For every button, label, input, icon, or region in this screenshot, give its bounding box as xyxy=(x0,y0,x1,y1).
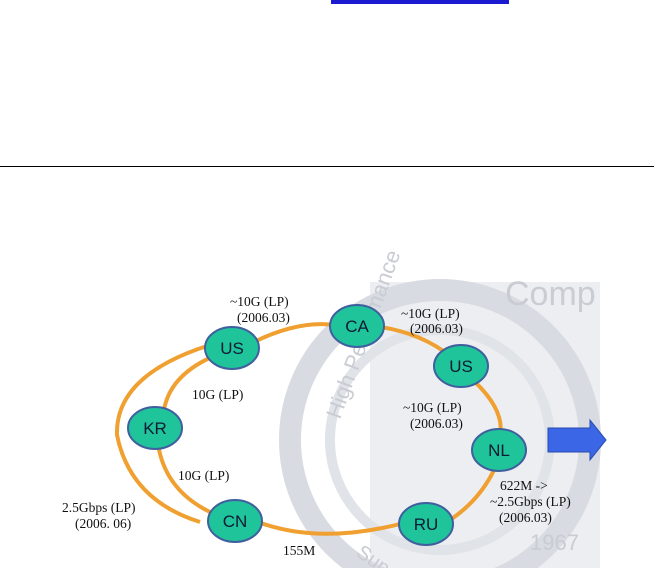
svg-text:10G (LP): 10G (LP) xyxy=(178,468,229,483)
watermark-year-text: 1967 xyxy=(530,530,579,555)
svg-text:2.5Gbps (LP): 2.5Gbps (LP) xyxy=(62,500,136,515)
node-kr: KR xyxy=(127,406,183,450)
svg-text:~10G (LP): ~10G (LP) xyxy=(230,294,289,309)
link-ru-cn xyxy=(257,520,405,536)
svg-text:155M: 155M xyxy=(283,543,315,558)
svg-text:~10G (LP): ~10G (LP) xyxy=(403,400,462,415)
top-accent-bar xyxy=(331,0,509,4)
link-us-cn-outer xyxy=(114,343,211,524)
label-kr-cn: 10G (LP) xyxy=(178,468,229,483)
watermark-comp-text: Comp xyxy=(505,275,596,313)
svg-text:10G (LP): 10G (LP) xyxy=(192,387,243,402)
node-us-east: US xyxy=(433,344,489,388)
svg-text:CN: CN xyxy=(223,512,248,531)
svg-text:622M ->: 622M -> xyxy=(500,478,548,493)
node-ru: RU xyxy=(398,502,454,546)
horizontal-divider xyxy=(0,166,654,167)
svg-text:US: US xyxy=(220,339,244,358)
svg-text:(2006.03): (2006.03) xyxy=(410,416,463,431)
node-us-west: US xyxy=(204,326,260,370)
svg-text:RU: RU xyxy=(414,515,439,534)
svg-text:~10G (LP): ~10G (LP) xyxy=(401,306,460,321)
node-nl: NL xyxy=(471,428,527,472)
link-lines xyxy=(114,322,503,536)
svg-text:US: US xyxy=(449,357,473,376)
svg-text:(2006.03): (2006.03) xyxy=(237,310,290,325)
node-cn: CN xyxy=(207,499,263,543)
link-kr-cn xyxy=(156,443,211,514)
label-cn-us: 2.5Gbps (LP) (2006. 06) xyxy=(62,500,136,531)
link-nl-ru xyxy=(448,467,497,522)
label-us-nl: ~10G (LP) (2006.03) xyxy=(403,400,463,431)
link-us-kr xyxy=(162,354,215,411)
svg-text:NL: NL xyxy=(488,441,510,460)
svg-text:(2006.03): (2006.03) xyxy=(410,321,463,336)
label-nl-ru: 622M -> ~2.5Gbps (LP) (2006.03) xyxy=(490,478,571,525)
svg-text:KR: KR xyxy=(143,419,167,438)
svg-text:CA: CA xyxy=(345,317,369,336)
svg-text:(2006.03): (2006.03) xyxy=(499,510,552,525)
label-ca-us: ~10G (LP) (2006.03) xyxy=(401,306,463,336)
label-cn-ru: 155M xyxy=(283,543,315,558)
label-us-ca: ~10G (LP) (2006.03) xyxy=(230,294,290,325)
node-ca: CA xyxy=(329,304,385,348)
right-arrow-icon xyxy=(547,418,607,462)
svg-text:~2.5Gbps (LP): ~2.5Gbps (LP) xyxy=(490,494,571,509)
label-us-kr: 10G (LP) xyxy=(192,387,243,402)
svg-text:(2006. 06): (2006. 06) xyxy=(75,516,131,531)
